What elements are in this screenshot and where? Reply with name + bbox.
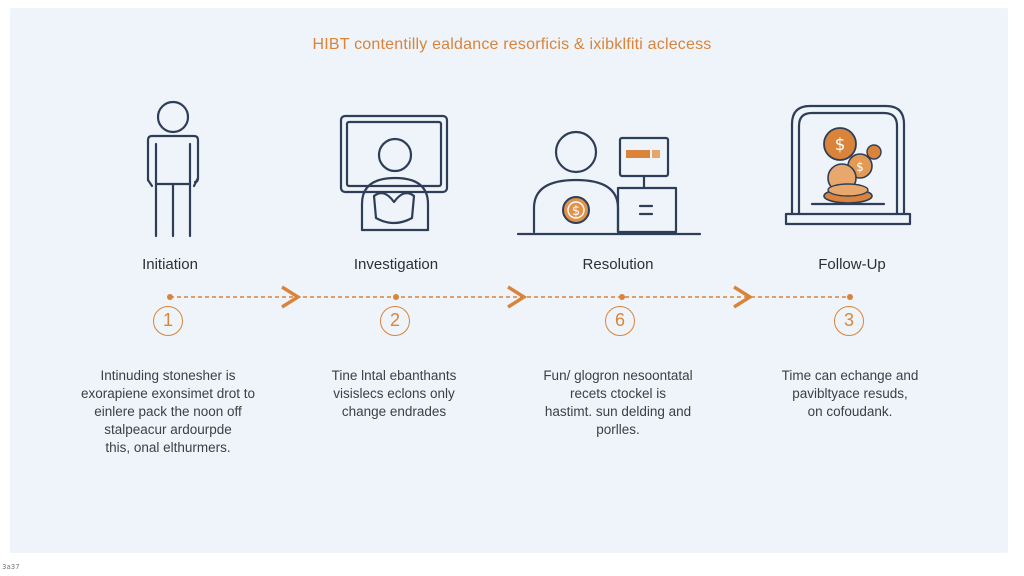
coin-stack-frame-icon: $ $ (782, 96, 914, 246)
step-number-1: 1 (153, 306, 183, 336)
stage-label-investigation: Investigation (353, 256, 439, 273)
arrow-right-icon (281, 285, 302, 309)
timeline-dot-2 (393, 294, 399, 300)
timeline-dot-3 (619, 294, 625, 300)
timeline (0, 280, 1024, 320)
diagram-canvas (10, 8, 1008, 553)
corner-tag: 3a37 (2, 563, 20, 571)
arrow-right-icon (507, 285, 528, 309)
step-number-2: 2 (380, 306, 410, 336)
diagram-title: HIBT contentilly ealdance resorficis & i… (312, 36, 712, 53)
svg-text:$: $ (572, 204, 580, 219)
svg-text:$: $ (835, 135, 846, 155)
person-monitor-icon (334, 96, 454, 246)
timeline-dot-1 (167, 294, 173, 300)
person-icon (122, 96, 222, 246)
stage-label-initiation: Initiation (142, 256, 198, 273)
step-number-4: 3 (834, 306, 864, 336)
step-number-3: 6 (605, 306, 635, 336)
stage-label-follow-up: Follow-Up (818, 256, 886, 273)
svg-text:$: $ (856, 160, 864, 174)
timeline-dot-4 (847, 294, 853, 300)
stage-label-resolution: Resolution (582, 256, 654, 273)
person-desk-coin-icon: $ (514, 96, 704, 246)
arrow-right-icon (733, 285, 754, 309)
